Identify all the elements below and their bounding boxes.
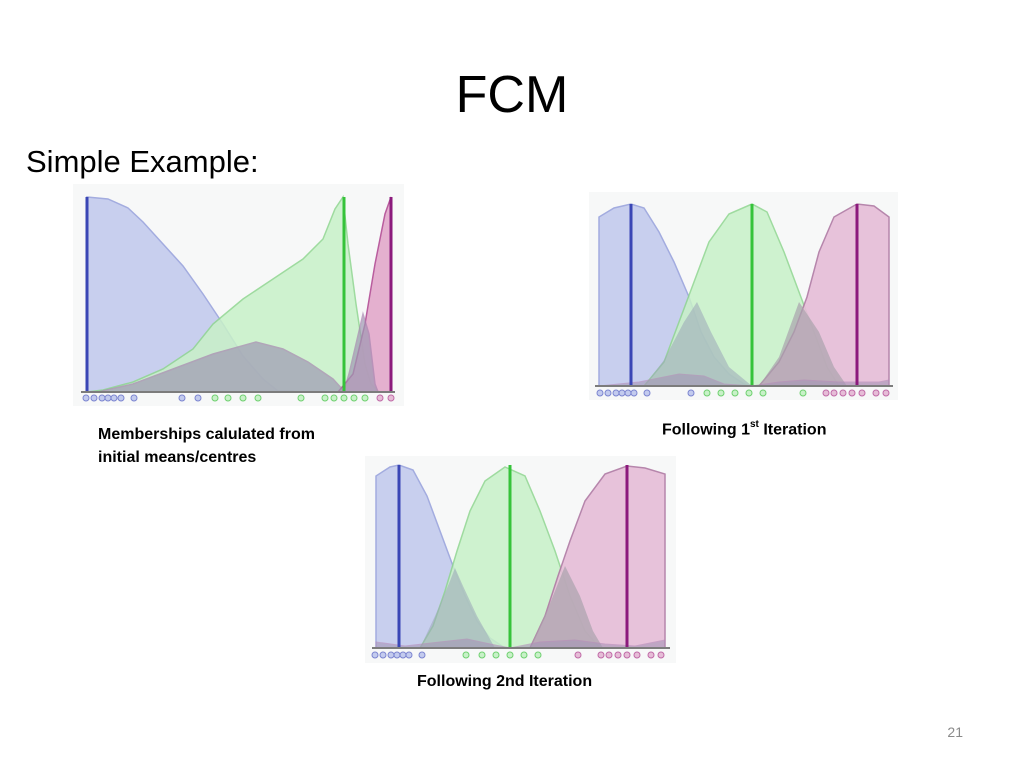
caption-initial-memberships: Memberships calulated from initial means… bbox=[98, 426, 315, 466]
overlap-area bbox=[598, 373, 890, 387]
slide-subtitle: Simple Example: bbox=[26, 144, 259, 179]
overlap-area bbox=[644, 302, 752, 386]
membership-plot-iteration-2 bbox=[365, 456, 676, 663]
caption-first-iteration: Following 1st Iteration bbox=[662, 414, 826, 441]
overlap-area bbox=[375, 638, 666, 649]
caption-second-iteration: Following 2nd Iteration bbox=[417, 673, 593, 690]
membership-plot-initial bbox=[73, 184, 404, 406]
overlap-area bbox=[420, 568, 495, 648]
data-points-row bbox=[596, 389, 890, 397]
overlap-area bbox=[759, 302, 847, 386]
data-points-row bbox=[82, 394, 395, 402]
data-points-row bbox=[371, 651, 665, 659]
caption-first-iteration-prefix: Following 1 bbox=[662, 421, 750, 439]
slide-title: FCM bbox=[455, 66, 569, 124]
caption-first-iteration-suffix: Iteration bbox=[758, 421, 827, 439]
membership-plot-iteration-1 bbox=[589, 192, 898, 400]
overlap-area bbox=[97, 311, 380, 393]
caption-first-iteration-sup: st bbox=[750, 419, 759, 430]
overlap-area bbox=[530, 566, 603, 648]
page-number: 21 bbox=[947, 724, 963, 740]
